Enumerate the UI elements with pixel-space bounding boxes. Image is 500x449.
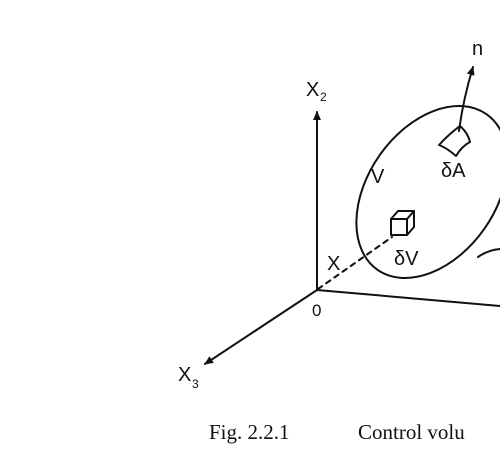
x3-axis-subscript: 3 [192,377,199,391]
position-vector-label: X [327,253,340,275]
x3-axis-label: X [178,364,191,386]
volume-element-cube [390,210,415,236]
volume-label: V [371,166,385,188]
volume-element-label: δV [394,248,419,270]
figure-caption-number: Fig. 2.2.1 [209,420,290,444]
normal-vector [458,66,475,132]
normal-vector-label: n [472,38,483,60]
x2-axis-label: X [306,79,319,101]
area-element-patch [438,125,471,157]
origin-label: 0 [312,301,321,320]
surface-inner-curve [477,248,500,258]
control-volume-surface [355,104,500,280]
position-vector [317,236,393,290]
x1-axis [316,289,500,307]
figure-caption-text: Control volu [358,420,465,444]
x3-axis [204,289,318,365]
area-element-label: δA [441,160,466,182]
x2-axis-subscript: 2 [320,90,327,104]
